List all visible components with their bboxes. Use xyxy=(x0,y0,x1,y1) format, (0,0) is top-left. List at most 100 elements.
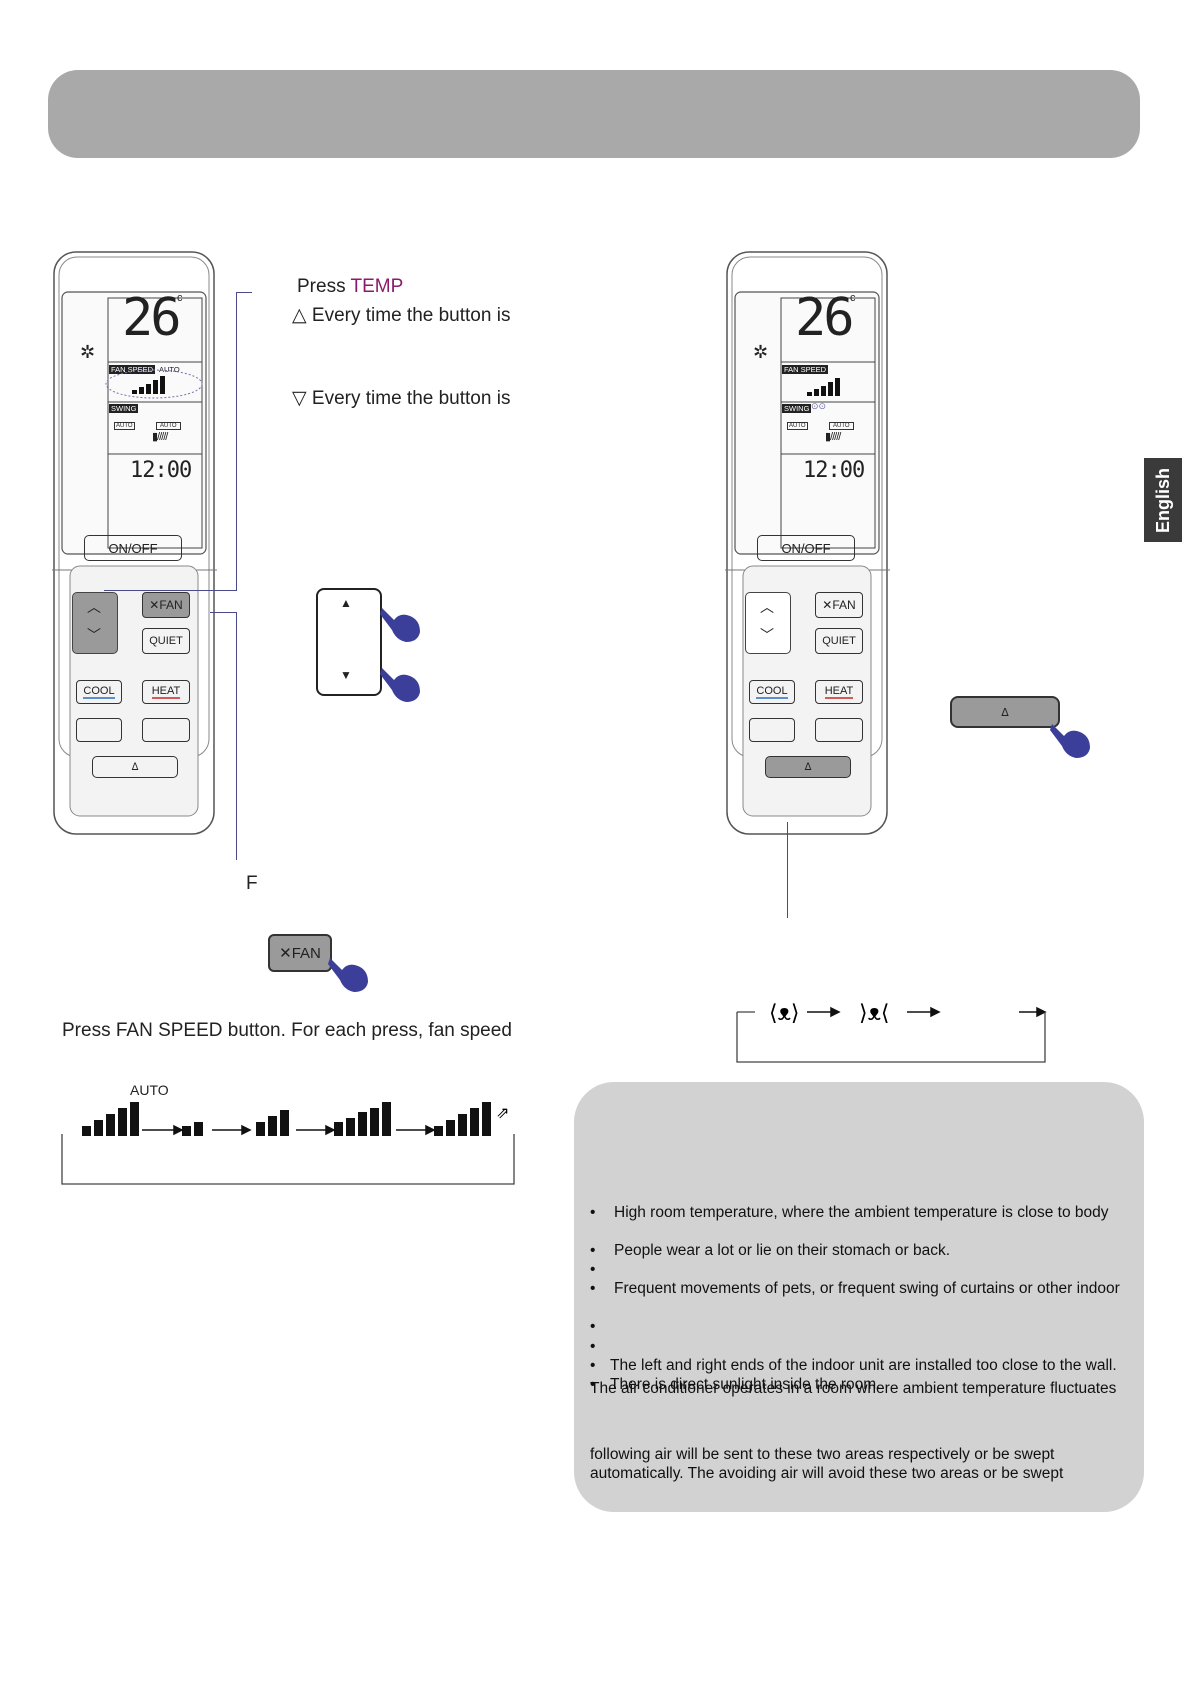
fan-speed-cycle-diagram: ⇗ xyxy=(61,1102,515,1185)
turbo-icon: ⇗ xyxy=(496,1103,509,1122)
quiet-label: QUIET xyxy=(822,635,856,647)
fan-auto-label: AUTO xyxy=(130,1082,169,1098)
cool-button[interactable]: COOL xyxy=(749,680,795,704)
heat-button[interactable]: HEAT xyxy=(142,680,190,704)
fan-speed-label: FAN SPEED xyxy=(782,365,829,374)
swing-auto-label: AUTO xyxy=(114,422,135,430)
person-avoid-icon: ⊙⊙ xyxy=(811,401,827,411)
heat-label: HEAT xyxy=(151,685,181,699)
person-icon: ᐃ xyxy=(804,761,812,773)
chevron-down-icon: ﹀ xyxy=(760,627,774,643)
blank-button-left[interactable] xyxy=(76,718,122,742)
note-item: •The left and right ends of the indoor u… xyxy=(590,1357,1117,1374)
clock-display: 12:00 xyxy=(803,458,865,483)
cool-label: COOL xyxy=(83,685,115,699)
quiet-button[interactable]: QUIET xyxy=(815,628,863,654)
note-item: • xyxy=(590,1338,596,1355)
heat-button[interactable]: HEAT xyxy=(815,680,863,704)
temp-up-line: △ Every time the button is xyxy=(292,304,510,327)
fan-instruction: Press FAN SPEED button. For each press, … xyxy=(62,1020,512,1041)
temp-callout-line-h xyxy=(236,292,252,294)
snowflake-icon: ✲ xyxy=(80,342,96,362)
temp-callout-line-h2 xyxy=(104,590,237,592)
swing-vanes-icon: ▮///// xyxy=(825,431,841,443)
remote-right: ✲ 26 c FAN SPEED SWING ⊙⊙ AUTO AUTO ▮///… xyxy=(725,250,890,838)
person-icon: ᐃ xyxy=(131,761,139,773)
fan-label: FAN xyxy=(159,598,183,612)
temp-word: TEMP xyxy=(350,276,404,297)
avoid-air-icon: ⟩ᴥ⟨ xyxy=(859,1001,890,1026)
note-item: •High room temperature, where the ambien… xyxy=(590,1204,1109,1221)
temp-button-illustration: ▲ ▼ xyxy=(316,588,382,696)
hand-icon-up xyxy=(380,608,420,642)
swing-auto-right-label: AUTO xyxy=(156,422,181,430)
fan-button[interactable]: ✕FAN xyxy=(815,592,863,618)
fan-level-turbo xyxy=(434,1102,491,1136)
fan-callout-line-v xyxy=(236,612,238,860)
temp-unit: c xyxy=(850,292,856,304)
triangle-up-icon: △ xyxy=(292,305,307,326)
note-item: •People wear a lot or lie on their stoma… xyxy=(590,1242,951,1259)
hand-icon-person xyxy=(1050,724,1090,758)
fan-button-illustration: ✕FAN xyxy=(268,934,332,972)
arrow-up-icon: ▲ xyxy=(340,596,352,610)
temp-press-text: Press xyxy=(297,276,351,297)
note-item: •Frequent movements of pets, or frequent… xyxy=(590,1280,1120,1297)
fan-icon: ✕ xyxy=(279,945,292,962)
triangle-down-icon: ▽ xyxy=(292,388,307,409)
temp-display: 26 xyxy=(795,288,855,348)
blank-button-right[interactable] xyxy=(142,718,190,742)
swing-auto-label: AUTO xyxy=(787,422,808,430)
hand-icon-down xyxy=(380,668,420,702)
person-button[interactable]: ᐃ xyxy=(765,756,851,778)
heat-label: HEAT xyxy=(824,685,854,699)
onoff-button[interactable]: ON/OFF xyxy=(84,535,182,561)
person-button[interactable]: ᐃ xyxy=(92,756,178,778)
temp-callout-line-v xyxy=(236,292,238,590)
swing-vanes-icon: ▮///// xyxy=(152,431,168,443)
notes-panel xyxy=(574,1082,1144,1512)
temp-down-line: ▽ Every time the button is xyxy=(292,387,510,410)
cool-button[interactable]: COOL xyxy=(76,680,122,704)
fan-icon: ✕ xyxy=(822,598,833,612)
fan-level-auto xyxy=(82,1102,139,1136)
fan-level-low xyxy=(182,1122,203,1136)
temp-press-line: Press TEMP xyxy=(297,276,403,298)
fan-icon: ✕ xyxy=(149,598,160,612)
airflow-cycle-diagram: ⟨ᴥ⟩ ⟩ᴥ⟨ xyxy=(736,1001,1047,1063)
quiet-button[interactable]: QUIET xyxy=(142,628,190,654)
swing-label: SWING xyxy=(109,404,139,413)
follow-air-icon: ⟨ᴥ⟩ xyxy=(769,1001,800,1026)
fan-callout-letter: F xyxy=(246,873,258,894)
fan-button[interactable]: ✕FAN xyxy=(142,592,190,618)
fan-callout-line-h xyxy=(210,612,236,614)
hand-icon-fan xyxy=(328,958,368,992)
note-item: •There is direct sunlight inside the roo… xyxy=(590,1376,881,1393)
chevron-down-icon: ﹀ xyxy=(87,627,101,643)
fan-button-label: FAN xyxy=(291,944,321,962)
note-item: • xyxy=(590,1318,596,1335)
temp-up-down-button[interactable]: ︿ ﹀ xyxy=(72,592,118,654)
notes-list: •High room temperature, where the ambien… xyxy=(590,1204,1130,1394)
notes-paragraph-2-line-2: automatically. The avoiding air will avo… xyxy=(590,1465,1064,1482)
notes-paragraph-1: The air conditioner operates in a room w… xyxy=(590,1380,1117,1397)
fan-speed-bars-icon xyxy=(807,378,840,396)
clock-display: 12:00 xyxy=(130,458,192,483)
temp-up-text: Every time the button is xyxy=(311,305,511,326)
blank-button-right[interactable] xyxy=(815,718,863,742)
temp-up-down-button[interactable]: ︿ ﹀ xyxy=(745,592,791,654)
fan-speed-label: FAN SPEED xyxy=(109,365,156,374)
swing-label: SWING xyxy=(782,404,812,413)
note-item: • xyxy=(590,1261,596,1278)
fan-label: FAN xyxy=(832,598,856,612)
blank-button-left[interactable] xyxy=(749,718,795,742)
onoff-button[interactable]: ON/OFF xyxy=(757,535,855,561)
temp-down-text: Every time the button is xyxy=(311,388,511,409)
fan-level-mid xyxy=(256,1110,289,1136)
language-tab[interactable]: English xyxy=(1144,458,1182,542)
fan-level-high xyxy=(334,1102,391,1136)
swing-auto-right-label: AUTO xyxy=(829,422,854,430)
notes-paragraph-2-line-1: following air will be sent to these two … xyxy=(590,1446,1055,1463)
chevron-up-icon: ︿ xyxy=(760,599,774,615)
snowflake-icon: ✲ xyxy=(753,342,769,362)
